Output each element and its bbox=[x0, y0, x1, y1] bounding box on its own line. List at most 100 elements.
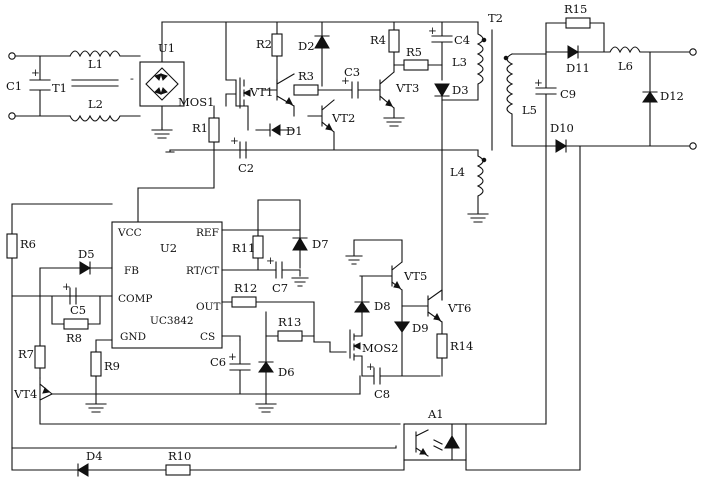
output-terminal-bottom bbox=[689, 142, 697, 150]
label-D3: D3 bbox=[452, 83, 469, 97]
label-U2: U2 bbox=[160, 241, 177, 255]
winding-L3 bbox=[441, 21, 487, 101]
feedback-line-2 bbox=[465, 145, 581, 471]
label-C3: C3 bbox=[344, 65, 360, 79]
diode-D6 bbox=[255, 335, 277, 413]
inductor-L1 bbox=[69, 50, 141, 58]
diode-D4 bbox=[77, 463, 93, 477]
polarity-C1-plus: + bbox=[31, 67, 40, 79]
resistor-R15 bbox=[545, 17, 605, 53]
polarity-C6-plus: + bbox=[228, 351, 237, 363]
label-R2: R2 bbox=[256, 37, 272, 51]
mosfet-MOS1 bbox=[225, 21, 251, 131]
diode-D9 bbox=[394, 321, 410, 333]
secondary-section: L5 R15 D11 L6 C9 + D12 bbox=[465, 2, 697, 471]
label-D11: D11 bbox=[566, 61, 590, 75]
transistor-VT6 bbox=[401, 289, 443, 335]
resistor-R3 bbox=[293, 84, 347, 96]
label-R10: R10 bbox=[168, 449, 191, 463]
diode-D2 bbox=[314, 21, 330, 87]
label-VT5: VT5 bbox=[403, 269, 427, 283]
label-D2: D2 bbox=[298, 39, 315, 53]
resistor-R8 bbox=[63, 318, 89, 330]
label-R1: R1 bbox=[192, 121, 208, 135]
choke-core bbox=[71, 79, 119, 87]
resistor-R14 bbox=[436, 333, 448, 377]
label-MOS2: MOS2 bbox=[362, 341, 398, 355]
input-terminal-bottom bbox=[8, 112, 16, 120]
mosfet-MOS2 bbox=[313, 329, 363, 377]
diode-D3 bbox=[434, 83, 450, 301]
ground-VT3 bbox=[383, 117, 405, 127]
label-R11: R11 bbox=[232, 241, 255, 255]
resistor-R6 bbox=[6, 233, 18, 259]
resistor-R1 bbox=[208, 105, 220, 151]
input-section: C1 + T1 L1 L2 U1 - bbox=[6, 21, 185, 139]
transistor-VT5 bbox=[359, 261, 403, 377]
label-D5: D5 bbox=[78, 247, 95, 261]
label-D8: D8 bbox=[374, 299, 391, 313]
optocoupler-section: A1 D4 R10 bbox=[11, 407, 467, 477]
label-VT1: VT1 bbox=[249, 85, 273, 99]
label-C7: C7 bbox=[272, 281, 288, 295]
label-C6: C6 bbox=[210, 355, 226, 369]
optocoupler-A1 bbox=[403, 423, 467, 461]
resistor-R2 bbox=[271, 21, 283, 89]
label-L3: L3 bbox=[452, 55, 467, 69]
capacitor-C2 bbox=[239, 141, 247, 159]
diode-D11 bbox=[545, 22, 605, 59]
transistor-VT1 bbox=[261, 73, 295, 117]
label-R6: R6 bbox=[20, 237, 36, 251]
vcc-wire bbox=[137, 149, 215, 223]
label-D6: D6 bbox=[278, 365, 295, 379]
label-R13: R13 bbox=[278, 315, 301, 329]
transistor-VT2 bbox=[307, 99, 335, 151]
diode-D10 bbox=[555, 139, 691, 153]
capacitor-C3 bbox=[345, 81, 381, 99]
capacitor-C9 bbox=[535, 51, 557, 147]
label-R4: R4 bbox=[370, 33, 386, 47]
feedback-line-1 bbox=[465, 145, 547, 425]
label-L1: L1 bbox=[88, 57, 103, 71]
label-R3: R3 bbox=[298, 69, 314, 83]
label-L2: L2 bbox=[88, 97, 103, 111]
comp-wire bbox=[11, 295, 113, 325]
label-C5: C5 bbox=[70, 303, 86, 317]
primary-section: MOS1 R1 R2 D2 VT1 D1 bbox=[161, 11, 503, 301]
pin-VCC: VCC bbox=[117, 227, 142, 239]
diode-D7 bbox=[292, 237, 308, 269]
inductor-L6 bbox=[603, 46, 691, 54]
label-MOS1: MOS1 bbox=[178, 95, 214, 109]
ref-wire bbox=[221, 199, 301, 239]
diode-D1 bbox=[255, 123, 295, 137]
label-C2: C2 bbox=[238, 161, 254, 175]
pin-OUT: OUT bbox=[196, 301, 220, 313]
diode-D8 bbox=[354, 275, 370, 335]
resistor-R12 bbox=[231, 296, 257, 308]
capacitor-C8 bbox=[359, 367, 441, 395]
pin-CS: CS bbox=[200, 331, 215, 343]
label-R9: R9 bbox=[104, 359, 120, 373]
label-D7: D7 bbox=[312, 237, 329, 251]
label-C9: C9 bbox=[560, 87, 576, 101]
label-R8: R8 bbox=[66, 331, 82, 345]
label-VT2: VT2 bbox=[331, 111, 355, 125]
label-L4: L4 bbox=[450, 165, 465, 179]
driver-section: VT5 D8 D9 MOS2 C8 + bbox=[313, 239, 473, 401]
pin-COMP: COMP bbox=[118, 293, 152, 305]
label-R5: R5 bbox=[406, 45, 422, 59]
capacitor-C4 bbox=[431, 21, 453, 81]
transistor-VT3 bbox=[379, 21, 395, 119]
label-VT4: VT4 bbox=[13, 387, 37, 401]
label-C1: C1 bbox=[6, 79, 22, 93]
label-D12: D12 bbox=[660, 89, 684, 103]
label-C4: C4 bbox=[454, 33, 470, 47]
ic-part-number: UC3842 bbox=[150, 315, 194, 327]
transistor-VT4 bbox=[39, 377, 401, 425]
pin-GND: GND bbox=[120, 331, 146, 343]
resistor-R10 bbox=[165, 464, 191, 476]
input-terminal-top bbox=[8, 52, 16, 60]
diode-D12 bbox=[642, 51, 658, 147]
ground-VT5 bbox=[345, 239, 403, 265]
